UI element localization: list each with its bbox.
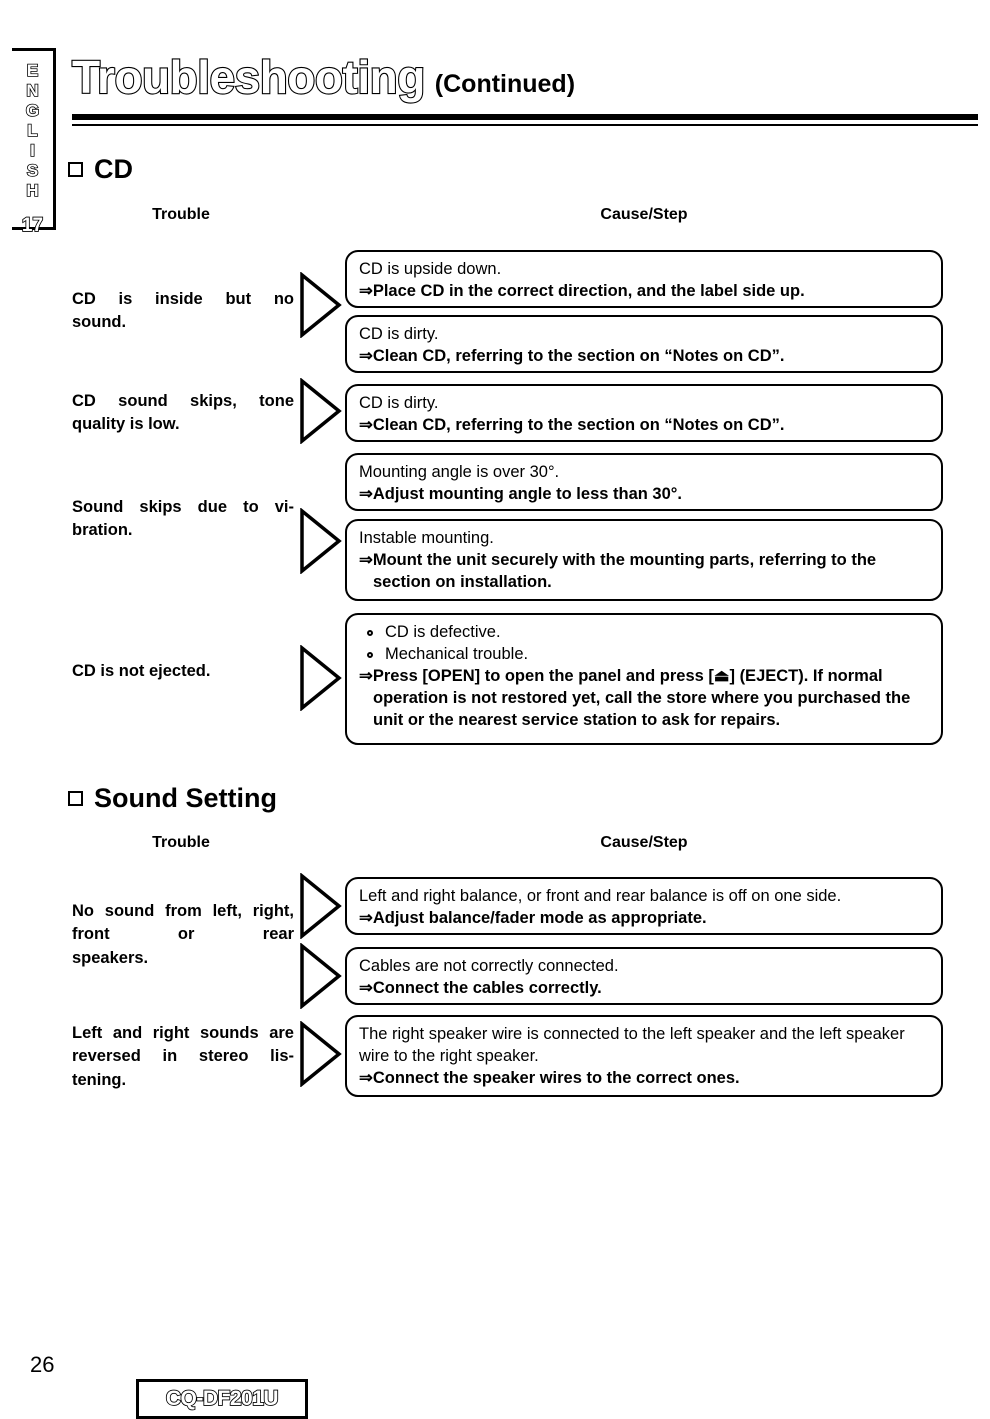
title-rule-thick — [72, 114, 978, 120]
page-title-continued: (Continued) — [434, 70, 576, 98]
arrow-triangle-icon — [298, 272, 342, 338]
step-text: ⇒Clean CD, referring to the section on “… — [359, 415, 785, 434]
trouble-line: speakers. — [72, 948, 149, 967]
trouble-label: CD is inside but no sound. — [72, 288, 294, 335]
model-name: CQ-DF201U — [165, 1386, 279, 1411]
trouble-line: CD sound skips, tone — [72, 392, 294, 410]
cause-step-box: CD is dirty. ⇒Clean CD, referring to the… — [345, 315, 943, 373]
section-title-sound-setting: Sound Setting — [94, 783, 277, 813]
side-tab-number: 17 — [21, 214, 44, 237]
cause-text: The right speaker wire is connected to t… — [359, 1025, 905, 1065]
cause-text: Instable mounting. — [359, 529, 494, 547]
cause-step-box: The right speaker wire is connected to t… — [345, 1015, 943, 1097]
step-text: ⇒Clean CD, referring to the section on “… — [359, 346, 785, 365]
title-rule-thin — [72, 124, 978, 126]
column-header-cause-step-sound: Cause/Step — [600, 834, 688, 851]
cause-text: CD is dirty. — [359, 325, 439, 343]
column-header-trouble-sound: Trouble — [152, 834, 210, 851]
language-side-tab: ENGLISH 17 — [12, 48, 56, 237]
cause-step-box: Mounting angle is over 30°. ⇒Adjust moun… — [345, 453, 943, 511]
cause-step-box: CD is defective. Mechanical trouble. ⇒Pr… — [345, 613, 943, 745]
arrow-triangle-icon — [298, 1021, 342, 1087]
trouble-line: Sound skips due to vi- — [72, 498, 294, 516]
page-number: 26 — [30, 1352, 55, 1377]
cause-bullet-list: CD is defective. Mechanical trouble. — [365, 622, 929, 666]
step-text: ⇒Mount the unit securely with the mounti… — [359, 550, 877, 591]
cause-text: CD is dirty. — [359, 394, 439, 412]
trouble-line: quality is low. — [72, 415, 180, 434]
arrow-triangle-icon — [298, 508, 342, 574]
step-text: ⇒Press [OPEN] to open the panel and pres… — [359, 666, 911, 729]
trouble-line: right, front or rear — [72, 902, 294, 944]
cause-text: Cables are not correctly connected. — [359, 957, 619, 975]
model-badge: CQ-DF201U — [136, 1379, 308, 1419]
section-header-cd: CD — [68, 156, 133, 183]
trouble-line: bration. — [72, 521, 133, 540]
square-bullet-icon — [68, 162, 83, 177]
arrow-triangle-icon — [298, 943, 342, 1009]
trouble-label: CD is not ejected. — [72, 660, 294, 683]
cause-step-box: Cables are not correctly connected. ⇒Con… — [345, 947, 943, 1005]
cause-text: Mounting angle is over 30°. — [359, 463, 560, 481]
arrow-triangle-icon — [298, 645, 342, 711]
trouble-line: sound. — [72, 313, 127, 332]
trouble-line: reversed in stereo lis- — [72, 1047, 294, 1066]
trouble-line: Left and right sounds are — [72, 1024, 294, 1042]
cause-bullet-item: Mechanical trouble. — [365, 644, 929, 666]
column-header-trouble-cd: Trouble — [152, 206, 210, 223]
page-title: Troubleshooting (Continued) — [71, 51, 576, 103]
column-header-cause-step-cd: Cause/Step — [600, 206, 688, 223]
arrow-triangle-icon — [298, 378, 342, 444]
step-text: ⇒Adjust balance/fader mode as appropriat… — [359, 908, 707, 927]
side-tab-language-label: ENGLISH — [22, 60, 43, 202]
page-title-main: Troubleshooting — [71, 51, 426, 103]
step-text: ⇒Adjust mounting angle to less than 30°. — [359, 484, 682, 503]
step-text: ⇒Connect the cables correctly. — [359, 978, 602, 997]
trouble-label: CD sound skips, tone quality is low. — [72, 390, 294, 437]
square-bullet-icon — [68, 791, 83, 806]
cause-step-box: Left and right balance, or front and rea… — [345, 877, 943, 935]
cause-step-box: Instable mounting. ⇒Mount the unit secur… — [345, 519, 943, 601]
cause-text: CD is upside down. — [359, 260, 502, 278]
cause-step-box: CD is upside down. ⇒Place CD in the corr… — [345, 250, 943, 308]
trouble-label: No sound from left, right, front or rear… — [72, 900, 294, 970]
section-title-cd: CD — [94, 154, 133, 184]
cause-text: Left and right balance, or front and rea… — [359, 887, 842, 905]
cause-bullet-item: CD is defective. — [365, 622, 929, 644]
trouble-label: Sound skips due to vi- bration. — [72, 496, 294, 543]
section-header-sound-setting: Sound Setting — [68, 785, 277, 812]
trouble-line: CD is inside but no — [72, 290, 294, 308]
trouble-line: No sound from left, — [72, 902, 242, 920]
trouble-label: Left and right sounds are reversed in st… — [72, 1022, 294, 1092]
arrow-triangle-icon — [298, 873, 342, 939]
trouble-line: CD is not ejected. — [72, 662, 211, 680]
step-text: ⇒Place CD in the correct direction, and … — [359, 281, 805, 300]
cause-step-box: CD is dirty. ⇒Clean CD, referring to the… — [345, 384, 943, 442]
step-text: ⇒Connect the speaker wires to the correc… — [359, 1068, 740, 1087]
trouble-line: tening. — [72, 1070, 127, 1089]
